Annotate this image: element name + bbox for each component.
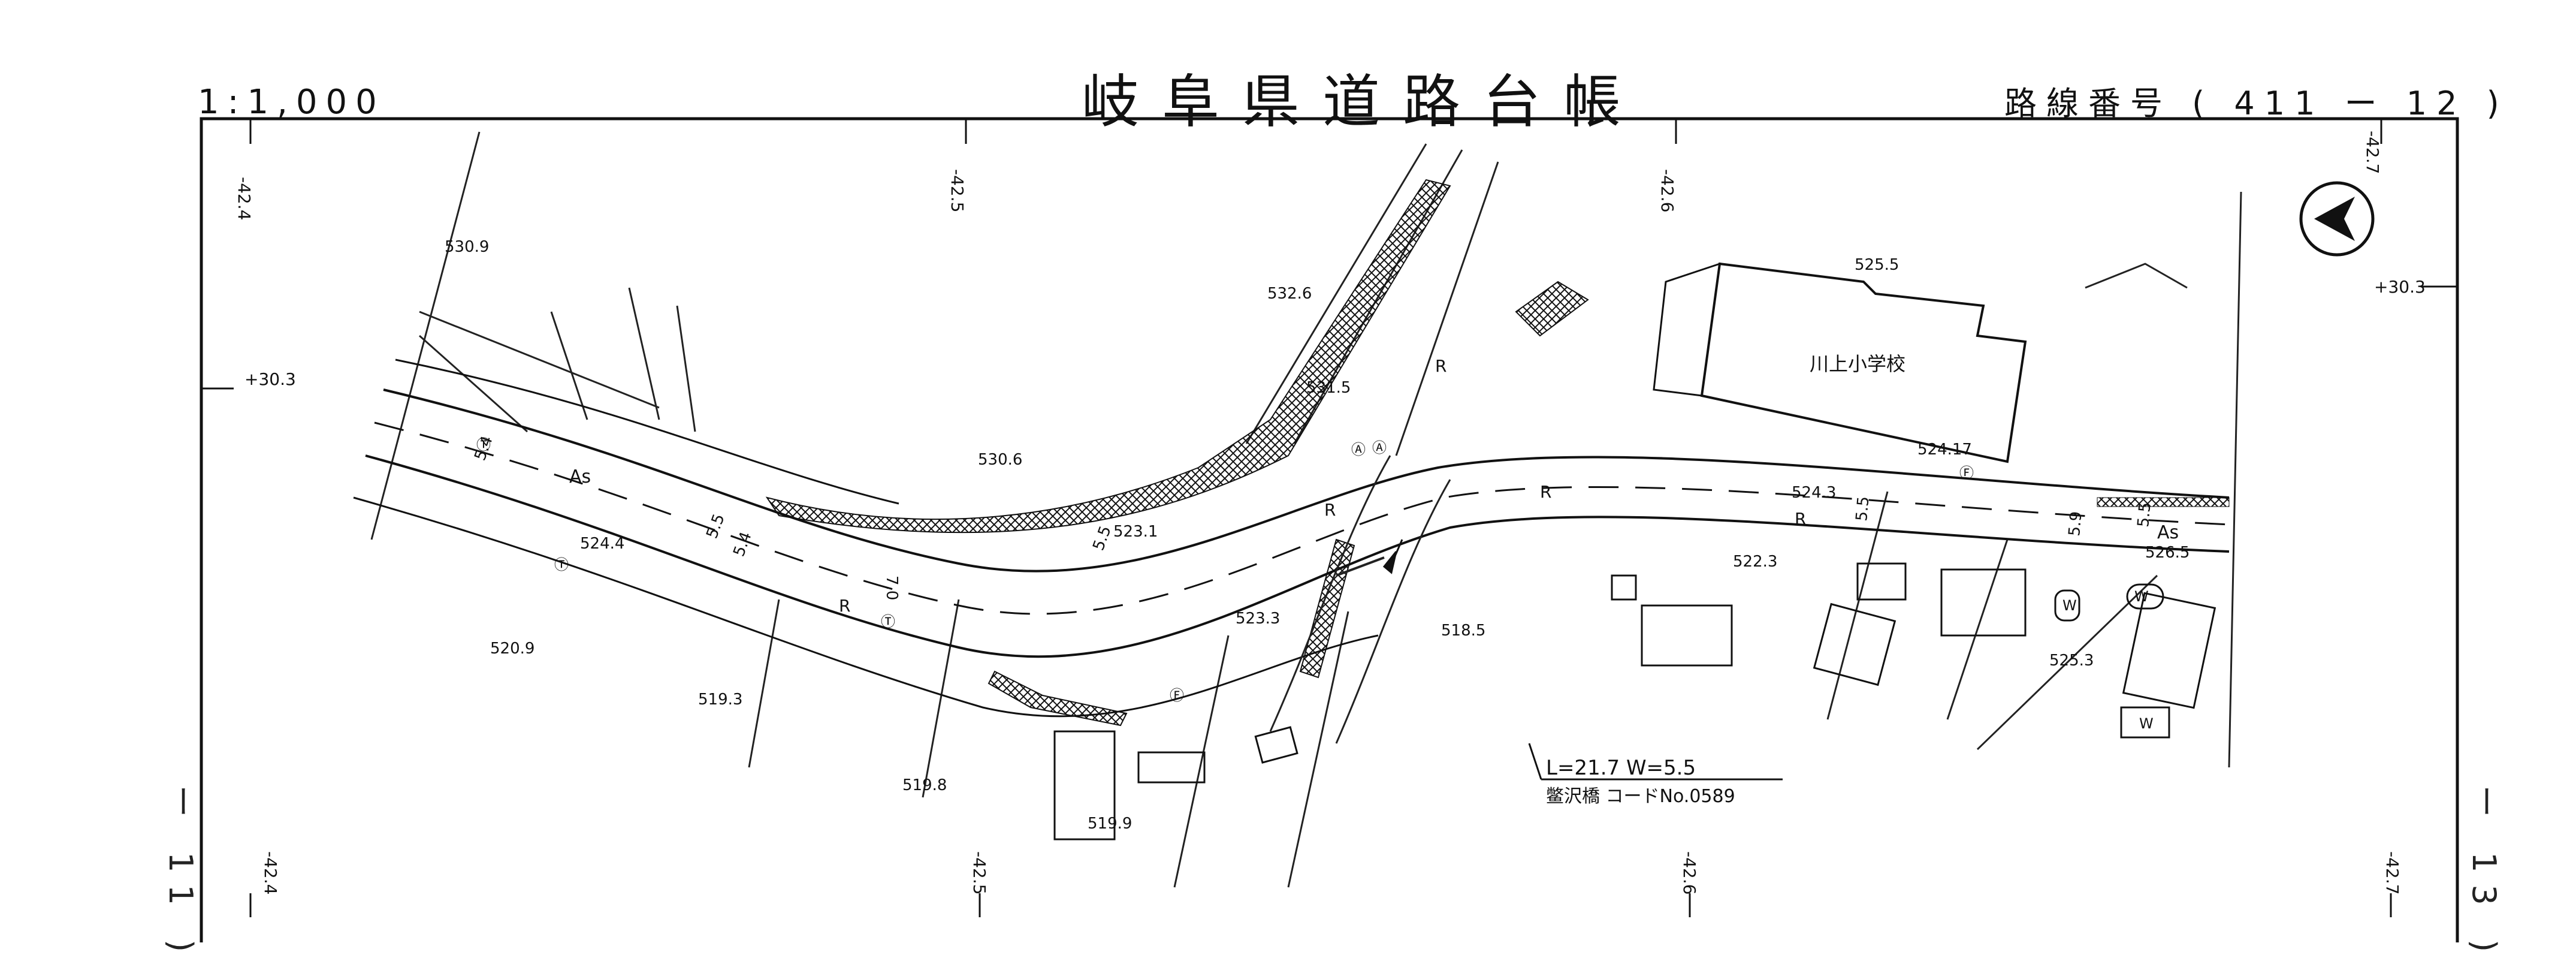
spot-height: 519.8 — [902, 776, 947, 794]
grid-label-bottom-4: -42.7 — [2382, 851, 2402, 894]
spot-height: 519.3 — [698, 691, 742, 709]
legend-marks: R R R R R W W W Ⓣ Ⓣ Ⓣ Ⓕ Ⓕ Ⓐ Ⓐ — [476, 356, 2154, 732]
utility-mark: Ⓣ — [554, 556, 569, 573]
retaining-wall-mark: R — [1435, 356, 1446, 376]
spot-height: 530.6 — [978, 451, 1022, 469]
retaining-wall-mark: R — [1540, 482, 1551, 502]
road-width-marks: 5.4 5.5 7.0 5.5 5.5 5.9 5.5 5.4 — [471, 433, 2154, 600]
grid-label-left: +30.3 — [244, 369, 296, 389]
terrain-lines — [370, 131, 2242, 888]
grid-label-top-4: -42.7 — [2363, 131, 2382, 174]
marker-mark: Ⓐ — [1372, 439, 1387, 456]
utility-mark: Ⓣ — [881, 613, 895, 630]
flow-arrow-icon — [1382, 539, 1403, 574]
width-mark: 7.0 — [883, 576, 901, 600]
water-mark: W — [2062, 597, 2077, 614]
spot-heights: 530.9 532.6 531.5 530.6 525.5 524.17 524… — [445, 238, 2190, 833]
width-mark: 5.5 — [2134, 502, 2154, 528]
hydrant-mark: Ⓕ — [1170, 687, 1184, 704]
grid-label-top-1: -42.4 — [234, 177, 254, 220]
water-mark: W — [2139, 715, 2154, 732]
width-mark: 5.5 — [1089, 523, 1115, 553]
spot-height: 524.17 — [1917, 441, 1972, 459]
grid-label-bottom-3: -42.6 — [1680, 851, 1699, 894]
spot-height: 524.4 — [580, 535, 624, 553]
hydrant-mark: Ⓕ — [1959, 465, 1974, 481]
road-surface-label: As — [569, 466, 591, 487]
bridge-dimensions: L=21.7 W=5.5 — [1546, 756, 1696, 780]
spot-height: 523.3 — [1236, 610, 1280, 628]
spot-height: 523.1 — [1113, 523, 1158, 541]
grid-label-top-3: -42.6 — [1657, 169, 1677, 212]
water-mark: W — [2134, 588, 2149, 605]
width-mark: 5.5 — [703, 511, 728, 541]
width-mark: 5.4 — [730, 529, 755, 559]
retaining-wall-mark: R — [839, 596, 850, 616]
adjacent-sheet-left: ー 11 ) — [162, 785, 200, 964]
spot-height: 520.9 — [490, 640, 534, 658]
buildings — [1053, 562, 2216, 841]
width-mark: 5.9 — [2065, 511, 2085, 537]
north-arrow-icon — [2299, 181, 2375, 257]
river — [1269, 455, 1451, 744]
road-ledger-map: -42.4 -42.5 -42.6 -42.7 -42.4 -42.5 -42.… — [200, 117, 2459, 942]
grid-label-top-2: -42.5 — [947, 169, 967, 212]
spot-height: 522.3 — [1733, 553, 1777, 571]
route-number: 路線番号 ( 411 ー 12 ) — [2004, 85, 2509, 122]
spot-height: 519.9 — [1088, 815, 1132, 833]
spot-height: 525.3 — [2049, 652, 2094, 670]
grid-ticks — [201, 119, 2457, 917]
school-label: 川上小学校 — [1810, 353, 1905, 375]
adjacent-sheet-right: ー 13 ) — [2465, 785, 2503, 964]
bridge-annotation: L=21.7 W=5.5 鳖沢橋 コードNo.0589 — [1528, 743, 1783, 807]
grid-label-right: +30.3 — [2374, 277, 2426, 297]
road-surface-label: As — [2157, 522, 2179, 543]
bridge-name: 鳖沢橋 コードNo.0589 — [1546, 786, 1735, 807]
map-title: 岐阜県道路台帳 — [1082, 68, 1644, 135]
retaining-wall-mark: R — [1795, 509, 1806, 529]
retaining-wall-mark: R — [1324, 500, 1336, 520]
school-building — [1653, 262, 2027, 463]
road-main — [353, 359, 2230, 718]
spot-height: 526.5 — [2145, 544, 2190, 562]
spot-height: 532.6 — [1267, 285, 1312, 303]
spot-height: 524.3 — [1792, 484, 1836, 502]
grid-label-bottom-1: -42.4 — [261, 851, 280, 894]
grid-label-bottom-2: -42.5 — [970, 851, 989, 894]
spot-height: 518.5 — [1441, 622, 1485, 640]
map-frame — [200, 117, 2459, 942]
spot-height: 531.5 — [1306, 379, 1351, 397]
marker-mark: Ⓐ — [1351, 441, 1366, 458]
spot-height: 530.9 — [445, 238, 489, 256]
width-mark: 5.5 — [1853, 496, 1873, 522]
utility-mark: Ⓣ — [476, 436, 491, 453]
map-scale: 1:1,000 — [198, 83, 385, 122]
spot-height: 525.5 — [1855, 256, 1899, 274]
